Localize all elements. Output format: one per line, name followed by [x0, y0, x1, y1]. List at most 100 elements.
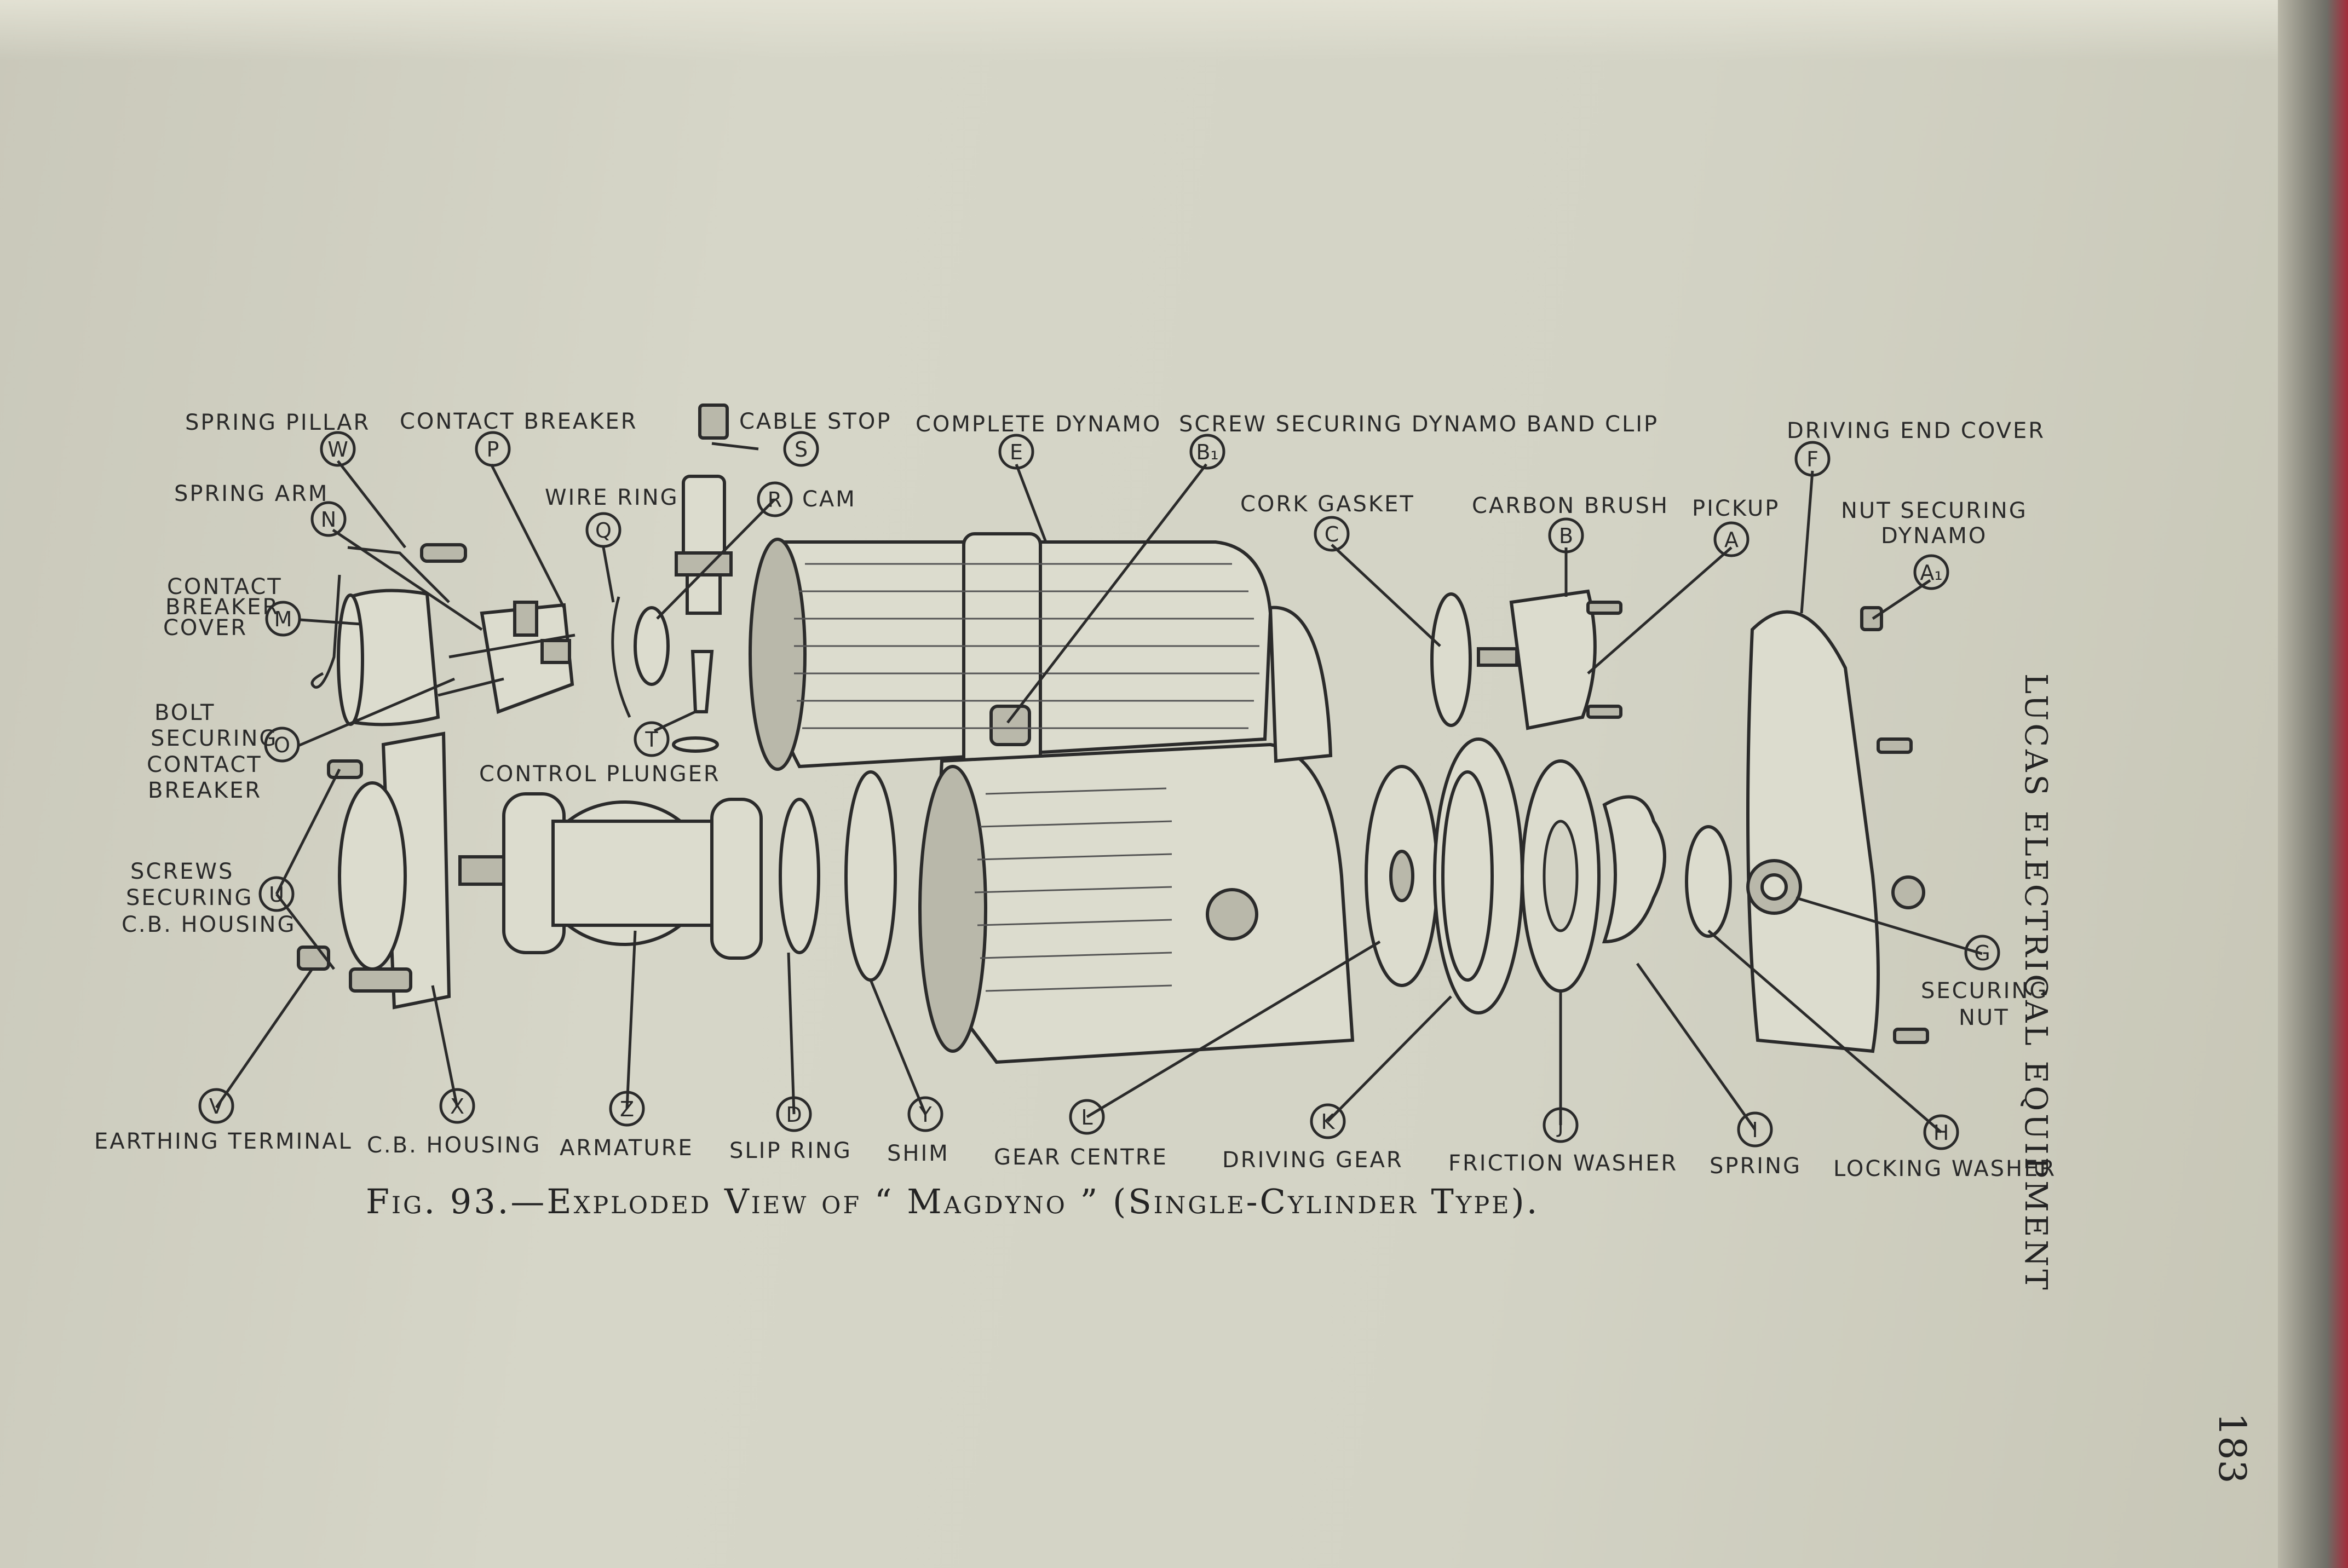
svg-text:Y: Y: [918, 1103, 932, 1127]
label-screw-securing-band-clip: SCREW SECURING DYNAMO BAND CLIP: [1179, 412, 1659, 437]
callout-i: I: [1737, 1111, 1773, 1148]
cam-cable-stop-drawing: [634, 403, 733, 753]
svg-text:C: C: [1325, 522, 1339, 546]
callout-s: S: [783, 431, 819, 467]
label-carbon-brush: CARBON BRUSH: [1472, 493, 1669, 518]
callout-e: E: [998, 434, 1034, 470]
label-securing-nut-1: SECURING: [1921, 978, 2048, 1004]
page-number: 183: [2210, 1413, 2253, 1484]
page-top-edge: [0, 0, 2348, 60]
callout-d: D: [776, 1096, 812, 1132]
svg-text:U: U: [269, 883, 284, 907]
label-nut-securing-dynamo-1: NUT SECURING: [1841, 498, 2028, 523]
svg-text:H: H: [1933, 1121, 1949, 1145]
svg-text:J: J: [1556, 1114, 1563, 1138]
callout-x: X: [439, 1088, 475, 1124]
callout-h: H: [1923, 1114, 1959, 1150]
svg-text:X: X: [450, 1094, 464, 1119]
dynamo-drawing: [749, 532, 1273, 776]
label-complete-dynamo: COMPLETE DYNAMO: [916, 412, 1161, 437]
armature-drawing: [458, 770, 897, 982]
svg-text:I: I: [1752, 1118, 1758, 1142]
contact-breaker-cover-drawing: [310, 543, 467, 727]
leader-lines: [215, 442, 1983, 1133]
label-control-plunger: CONTROL PLUNGER: [479, 762, 721, 787]
svg-text:N: N: [321, 508, 336, 532]
label-armature: ARMATURE: [560, 1135, 694, 1161]
svg-text:B: B: [1559, 524, 1573, 548]
callout-circles: W P S E B₁ F N Q R C B A A₁ M O T U G V …: [198, 431, 2000, 1150]
svg-text:T: T: [644, 728, 658, 752]
callout-b: B: [1548, 517, 1584, 554]
label-friction-washer: FRICTION WASHER: [1448, 1151, 1678, 1176]
label-shim: SHIM: [887, 1141, 949, 1166]
label-spring: SPRING: [1710, 1154, 1802, 1179]
svg-text:M: M: [274, 607, 292, 631]
label-bolt-securing-3: CONTACT: [147, 752, 262, 777]
label-driving-gear: DRIVING GEAR: [1222, 1148, 1403, 1173]
label-gear-centre: GEAR CENTRE: [994, 1145, 1168, 1170]
driving-end-cover-drawing: [1746, 606, 1929, 1053]
label-wire-ring: WIRE RING: [545, 485, 679, 510]
book-gutter: [2278, 0, 2348, 1568]
label-screws-securing-2: SECURING: [126, 885, 253, 910]
cb-housing-drawing: [297, 731, 451, 1010]
svg-text:D: D: [786, 1103, 802, 1127]
label-bolt-securing-2: SECURING: [151, 726, 278, 751]
callout-n: N: [310, 501, 347, 537]
label-pickup: PICKUP: [1692, 496, 1780, 521]
svg-text:R: R: [768, 488, 782, 512]
figure-caption: Fig. 93.—Exploded View of “ Magdyno ” (S…: [366, 1181, 1540, 1221]
label-cable-stop: CABLE STOP: [739, 409, 891, 434]
callout-q: Q: [585, 512, 621, 548]
contact-breaker-drawing: [438, 596, 631, 718]
svg-text:L: L: [1081, 1105, 1092, 1129]
label-cb-cover-1: CONTACT: [167, 574, 283, 599]
svg-text:F: F: [1806, 447, 1818, 471]
label-slip-ring: SLIP RING: [729, 1138, 852, 1163]
svg-text:Z: Z: [620, 1097, 634, 1121]
gears-drawing: [1365, 737, 1732, 1014]
callout-k: K: [1310, 1103, 1346, 1139]
callout-v: V: [198, 1088, 234, 1124]
svg-text:K: K: [1321, 1110, 1336, 1134]
label-securing-nut-2: NUT: [1959, 1005, 2010, 1030]
label-locking-washer: LOCKING WASHER: [1833, 1156, 2056, 1181]
callout-w: W: [320, 431, 356, 467]
svg-text:W: W: [327, 437, 348, 462]
label-spring-arm: SPRING ARM: [174, 481, 329, 506]
label-screws-securing-1: SCREWS: [130, 859, 234, 884]
callout-b1: B₁: [1189, 434, 1225, 470]
callout-m: M: [265, 601, 301, 637]
label-cb-housing: C.B. HOUSING: [367, 1133, 541, 1158]
label-bolt-securing-4: BREAKER: [148, 778, 262, 803]
callout-a1: A₁: [1913, 554, 1949, 590]
svg-text:A: A: [1724, 528, 1739, 552]
callout-l: L: [1069, 1099, 1105, 1135]
label-cb-cover-3: COVER: [163, 615, 248, 641]
label-contact-breaker: CONTACT BREAKER: [400, 409, 638, 434]
svg-text:E: E: [1010, 440, 1023, 464]
callout-t: T: [634, 721, 670, 757]
callout-p: P: [475, 431, 511, 467]
callout-j: J: [1543, 1107, 1579, 1143]
label-bolt-securing-1: BOLT: [154, 700, 215, 725]
callout-y: Y: [907, 1096, 943, 1132]
svg-text:O: O: [274, 733, 290, 757]
label-cb-cover-2: BREAKER: [165, 595, 279, 620]
callout-g: G: [1964, 935, 2000, 971]
callout-z: Z: [609, 1091, 645, 1127]
svg-text:G: G: [1974, 941, 1990, 965]
label-spring-pillar: SPRING PILLAR: [185, 410, 370, 435]
svg-text:S: S: [795, 437, 808, 462]
svg-text:V: V: [209, 1094, 223, 1119]
label-driving-end-cover: DRIVING END COVER: [1787, 418, 2045, 443]
callout-a: A: [1713, 521, 1750, 557]
callout-r: R: [757, 481, 793, 517]
svg-text:B₁: B₁: [1196, 440, 1218, 464]
magneto-body-drawing: [918, 606, 1355, 1064]
svg-text:P: P: [487, 437, 499, 462]
label-earthing-terminal: EARTHING TERMINAL: [94, 1129, 353, 1154]
